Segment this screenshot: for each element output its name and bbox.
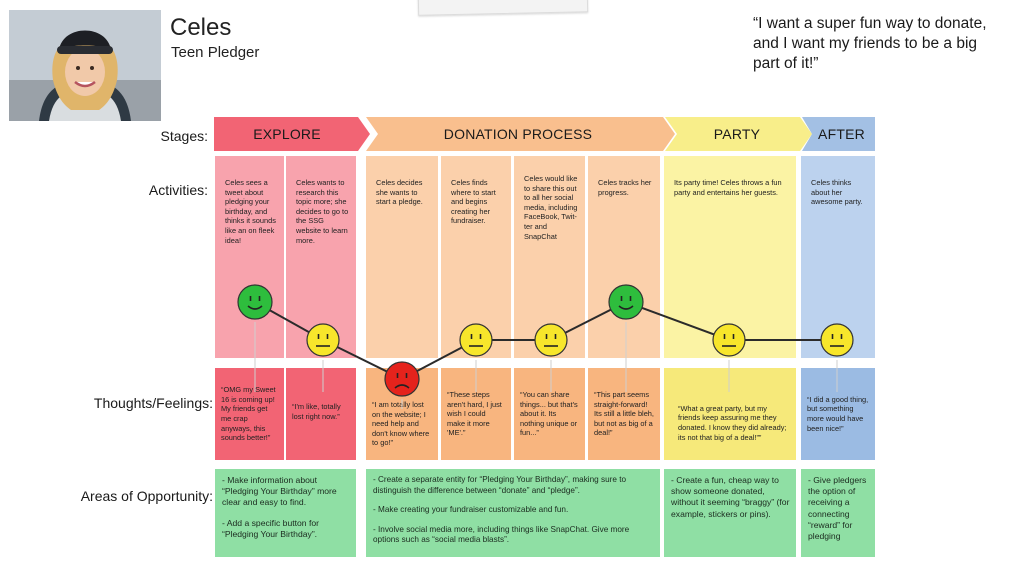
opportunity-card-explore: - Make information about “Pledging Your …: [215, 469, 356, 557]
opportunity-item: - Create a separate entity for “Pledging…: [373, 475, 627, 495]
row-label-stages: Stages:: [160, 128, 208, 144]
stage-party: PARTY: [713, 126, 761, 142]
activity-card: Celes wants to research this topic more;…: [286, 156, 356, 358]
activity-card: Its party time! Celes throws a fun party…: [664, 156, 796, 358]
persona-photo: [9, 10, 161, 121]
opportunity-item: - Give pledgers the option of receiving …: [808, 475, 867, 542]
thought-card: “You can share things... but that's abou…: [514, 368, 585, 460]
opportunity-item: - Involve social media more, including t…: [373, 524, 630, 545]
thought-card: “This part seems straight-forward! Its s…: [588, 368, 660, 460]
thought-card: “I am totally lost on the website; I nee…: [366, 368, 438, 460]
activity-card: Celes finds where to start and begins cr…: [441, 156, 511, 358]
opportunity-item: - Make creating your fundraiser customiz…: [373, 505, 569, 515]
opportunity-card-after: - Give pledgers the option of receiving …: [801, 469, 875, 557]
activity-card: Celes sees a tweet about pledging your b…: [215, 156, 284, 358]
stage-donation-process: DONATION PROCESS: [443, 126, 593, 142]
row-label-opportunities: Areas of Opportunity:: [80, 488, 213, 504]
opportunity-item: - Create a fun, cheap way to show someon…: [671, 475, 790, 519]
persona-role: Teen Pledger: [171, 44, 260, 61]
row-label-thoughts: Thoughts/Feelings:: [93, 395, 213, 411]
persona-name: Celes: [170, 14, 232, 41]
thought-card: “What a great party, but my friends keep…: [664, 368, 796, 460]
thought-card: “These steps aren't hard, I just wish I …: [441, 368, 511, 460]
thought-card: “I did a good thing, but something more …: [801, 368, 875, 460]
activity-card: Celes would like to share this out to al…: [514, 156, 585, 358]
opportunity-item: - Add a specific button for “Pledging Yo…: [222, 517, 319, 539]
stage-after: AFTER: [818, 126, 865, 142]
opportunity-card-donation: - Create a separate entity for “Pledging…: [366, 469, 660, 557]
persona-quote: “I want a super fun way to donate, and I…: [753, 15, 987, 72]
paper-sheet: [417, 0, 589, 16]
opportunity-card-party: - Create a fun, cheap way to show someon…: [664, 469, 796, 557]
stage-explore: EXPLORE: [253, 126, 321, 142]
activity-card: Celes decides she wants to start a pledg…: [366, 156, 438, 358]
thought-card: “I'm like, totally lost right now.”: [286, 368, 356, 460]
opportunity-item: - Make information about “Pledging Your …: [222, 475, 337, 508]
activity-card: Celes thinks about her awesome party.: [801, 156, 875, 358]
activity-card: Celes tracks her progress.: [588, 156, 660, 358]
thought-card: “OMG my Sweet 16 is coming up! My friend…: [215, 368, 284, 460]
row-label-activities: Activities:: [148, 182, 208, 198]
